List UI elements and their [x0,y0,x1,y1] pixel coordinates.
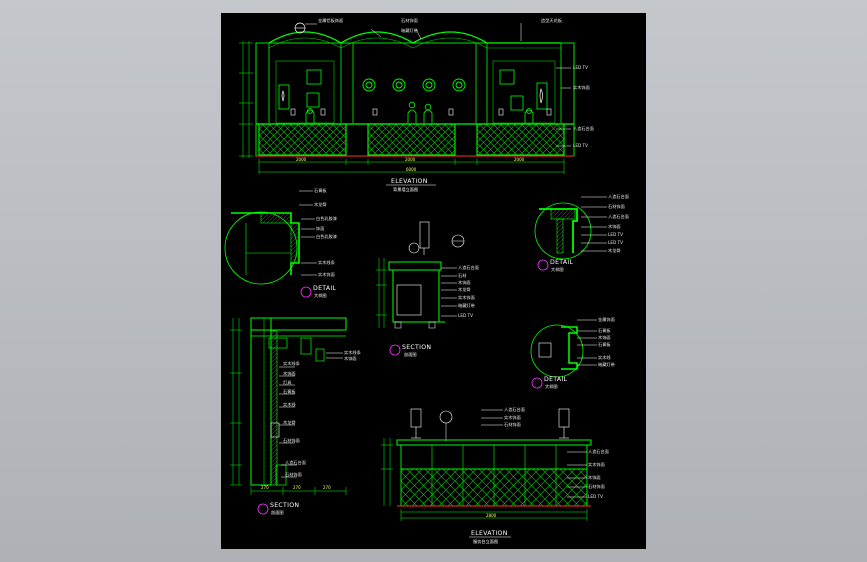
view-title: SECTION [270,502,299,509]
callout-label: 实木饰面 [588,461,605,468]
view-subtitle: 背景墙立面图 [393,186,418,193]
view-subtitle: 大样图 [314,292,327,299]
callout-label: 木饰面 [458,279,471,286]
callout-label: 实木饰面 [504,414,521,421]
callout-label: 暗藏灯带 [458,302,475,309]
callout-label: 人造石台面 [285,459,306,466]
view-title: DETAIL [544,376,568,383]
callout-label: 石材饰面 [608,203,625,210]
callout-label: 木饰面 [344,355,357,362]
callout-label: 木饰面 [283,370,296,377]
callout-label: 人造石台面 [504,406,525,413]
callout-label: 实木线 [283,401,296,408]
callout-label: 人造石台面 [608,193,629,200]
callout-label: 实木线条 [283,360,301,367]
callout-label: 石材饰面 [588,483,605,490]
callout-label: 人造石台面 [573,125,594,132]
callout-label: 实木线 [598,354,611,361]
callout-label: 造型天花板 [541,17,563,24]
dim-label: 270 [323,485,331,490]
callout-label: 白色乳胶漆 [316,215,337,222]
callout-label: 石膏板 [598,341,611,348]
callout-label: 人造石台面 [458,264,479,271]
callout-label: 金属饰面 [598,316,615,323]
callout-label: 木饰面 [598,334,611,341]
view-subtitle: 大样图 [545,383,558,390]
dim-label: 6000 [406,167,417,172]
callout-label: 木龙骨 [314,201,327,208]
elevation-bottom: 2800 人造石台面 实木饰面 石材饰面 人造石台面 实木饰面 木饰面 石材饰面 [381,406,609,545]
callout-label: 金属铝板饰面 [318,17,343,24]
callout-label: 木饰面 [588,474,601,481]
drawing-canvas: 2000 2000 2000 6000 金属铝板饰面 [224,17,629,545]
callout-label: 人造石台面 [608,213,629,220]
callout-label: 实木饰面 [458,294,475,301]
section-tall: 270 270 270 实木线条 木饰面 实木线条 木饰面 [230,317,362,516]
view-subtitle: 大样图 [551,266,564,273]
dim-label: 270 [261,485,269,490]
view-title: DETAIL [550,259,574,266]
detail-3: 金属饰面 石膏板 木饰面 石膏板 实木线 暗藏灯带 DETAIL 大样图 [530,316,615,390]
callout-label: 石膏板 [283,388,296,395]
dim-label: 2000 [405,157,416,162]
callout-label: LED TV [573,65,588,70]
view-subtitle: 剖面图 [404,351,417,358]
callout-label: 木龙骨 [458,286,471,293]
callout-label: 石材 [458,272,466,279]
view-title: DETAIL [313,285,337,292]
callout-label: 白色乳胶漆 [316,233,337,240]
callout-label: 木饰面 [608,223,621,230]
view-title: ELEVATION [391,178,428,185]
callout-label: 石材饰面 [285,471,302,478]
callout-label: 实木线条 [318,259,336,266]
callout-label: 人造石台面 [588,448,609,455]
dim-label: 2800 [486,513,497,518]
callout-label: 石材饰面 [401,17,418,24]
callout-label: LED TV [458,313,473,318]
callout-label: 石材饰面 [283,437,300,444]
callout-label: 石膏板 [598,327,611,334]
callout-label: 灯具 [283,379,292,386]
callout-label: 暗藏灯带 [401,27,418,34]
callout-label: 实木线条 [344,349,362,356]
view-subtitle: 服务台立面图 [473,538,498,545]
callout-label: LED TV [588,494,603,499]
callout-label: 暗藏灯带 [598,361,615,368]
dim-label: 270 [293,485,301,490]
dim-label: 2000 [514,157,525,162]
view-title: SECTION [402,344,431,351]
view-title: ELEVATION [471,530,508,537]
callout-label: 木龙骨 [608,247,621,254]
callout-label: LED TV [608,232,623,237]
dim-label: 2000 [296,157,307,162]
callout-label: 石材饰面 [504,421,521,428]
callout-label: 实木饰面 [318,271,335,278]
callout-label: LED TV [573,143,588,148]
callout-label: 饰面 [316,225,324,232]
drawing-sheet[interactable]: 2000 2000 2000 6000 金属铝板饰面 [221,13,646,549]
view-subtitle: 剖面图 [271,509,284,516]
elevation-top: 2000 2000 2000 6000 金属铝板饰面 [239,17,594,193]
detail-2: 人造石台面 石材饰面 人造石台面 木饰面 LED TV LED TV 木龙骨 D… [534,193,629,273]
callout-label: 木龙骨 [283,419,296,426]
callout-label: 石膏板 [314,187,327,194]
callout-label: LED TV [608,240,623,245]
section-small: 人造石台面 石材 木饰面 木龙骨 实木饰面 暗藏灯带 LED TV SECTIO… [376,221,479,358]
callout-label: 实木饰面 [573,84,590,91]
detail-1: 石膏板 木龙骨 白色乳胶漆 饰面 白色乳胶漆 实木线条 实木饰面 DETAIL … [224,187,337,299]
